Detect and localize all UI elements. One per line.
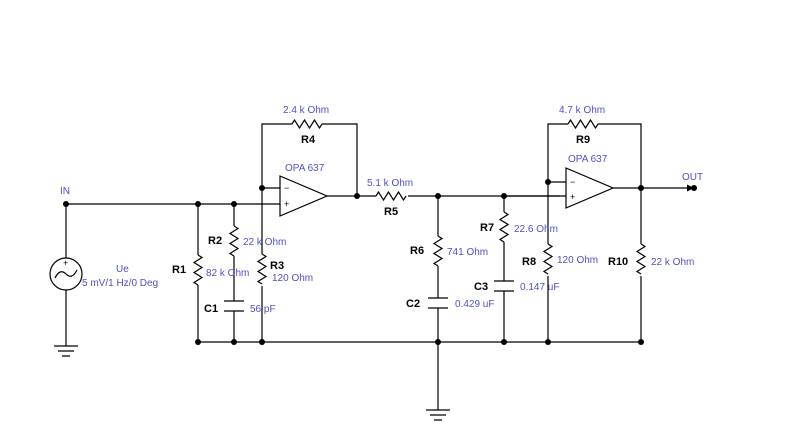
svg-text:+: + <box>63 258 68 268</box>
labels: IN OUT Ue 5 mV/1 Hz/0 Deg OPA 637 OPA 63… <box>60 105 703 315</box>
output-arrow-icon <box>687 184 694 192</box>
resistor-r6-symbol <box>432 235 444 267</box>
c2-value: 0.429 uF <box>455 299 494 310</box>
c1-value: 56 pF <box>250 304 276 315</box>
r5-name: R5 <box>384 206 398 218</box>
r2-name: R2 <box>208 235 222 247</box>
r6-value: 741 Ohm <box>447 247 488 258</box>
r10-value: 22 k Ohm <box>651 257 694 268</box>
r9-value: 4.7 k Ohm <box>559 105 605 116</box>
r1-value: 82 k Ohm <box>206 268 249 279</box>
resistor-r7-symbol <box>498 211 510 243</box>
r8-name: R8 <box>522 256 536 268</box>
resistor-r5-symbol <box>375 190 407 202</box>
r3-name: R3 <box>270 260 284 272</box>
source-name: Ue <box>116 264 129 275</box>
ac-voltage-source-icon: + <box>49 257 83 291</box>
r8-value: 120 Ohm <box>557 255 598 266</box>
r1-name: R1 <box>172 264 186 276</box>
capacitor-c3-symbol <box>494 280 514 292</box>
r4-value: 2.4 k Ohm <box>283 105 329 116</box>
r5-value: 5.1 k Ohm <box>367 178 413 189</box>
r6-name: R6 <box>410 245 424 257</box>
r9-name: R9 <box>576 134 590 146</box>
opamp-u2-plus-label: + <box>570 192 575 202</box>
resistor-r9-symbol <box>567 118 599 130</box>
opamp-u2-model: OPA 637 <box>568 154 608 165</box>
r7-name: R7 <box>480 222 494 234</box>
resistor-r4-symbol <box>291 118 323 130</box>
opamp-u1-minus-label: − <box>284 183 289 193</box>
resistor-r2-symbol <box>228 225 240 257</box>
c2-name: C2 <box>406 298 420 310</box>
c3-value: 0.147 uF <box>520 282 559 293</box>
source-value: 5 mV/1 Hz/0 Deg <box>82 278 158 289</box>
wires <box>65 123 694 410</box>
r4-name: R4 <box>301 134 316 146</box>
resistor-r1-symbol <box>192 254 204 286</box>
opamp-u2-minus-label: − <box>570 177 575 187</box>
opamp-u1-symbol: − + <box>279 175 329 217</box>
r7-value: 22.6 Ohm <box>514 224 558 235</box>
ground-icon <box>426 409 450 421</box>
output-port-label: OUT <box>682 172 703 183</box>
r2-value: 22 k Ohm <box>243 237 286 248</box>
c3-name: C3 <box>474 281 488 293</box>
opamp-u2-symbol: − + <box>565 167 615 209</box>
opamp-u1-plus-label: + <box>284 199 289 209</box>
r10-name: R10 <box>608 256 628 268</box>
input-port-label: IN <box>60 186 70 197</box>
resistor-r3-symbol <box>256 253 268 285</box>
opamp-u1-model: OPA 637 <box>285 163 325 174</box>
junction-dots <box>63 179 697 345</box>
capacitor-c2-symbol <box>428 297 448 309</box>
r3-value: 120 Ohm <box>272 273 313 284</box>
capacitor-c1-symbol <box>224 300 244 312</box>
resistor-r8-symbol <box>542 243 554 275</box>
resistor-r10-symbol <box>635 243 647 275</box>
c1-name: C1 <box>204 303 218 315</box>
ground-icon <box>54 345 78 357</box>
